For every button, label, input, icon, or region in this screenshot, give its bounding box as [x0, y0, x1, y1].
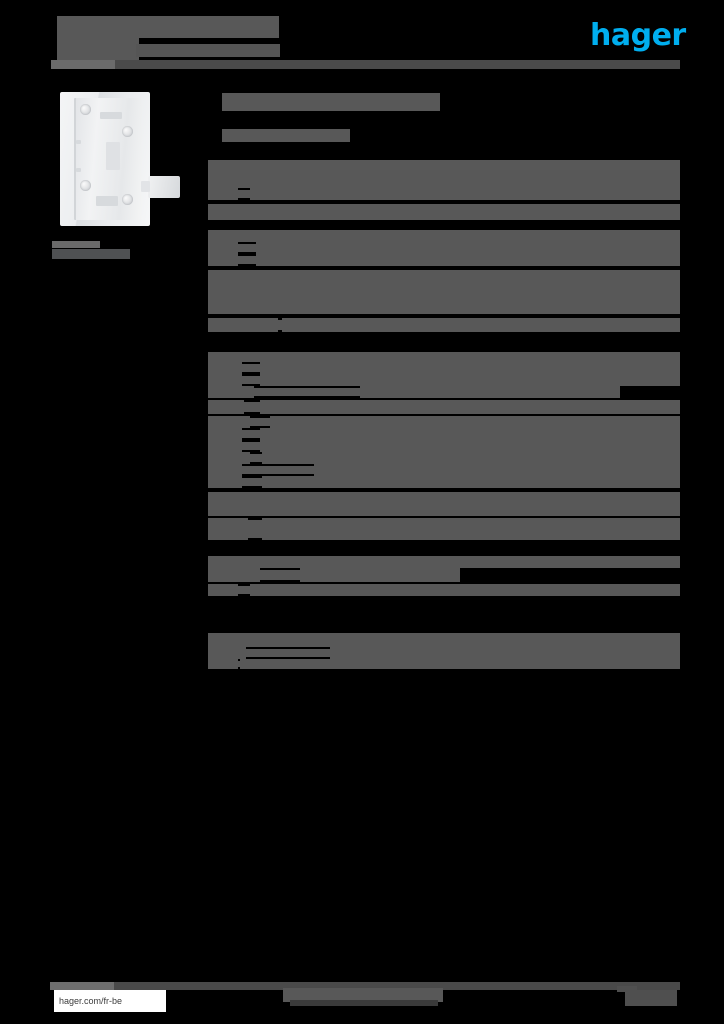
table-row: [222, 162, 680, 172]
enclosure-slot: [100, 112, 122, 119]
table-row: [222, 478, 680, 486]
table-row: [222, 232, 680, 240]
document-title-line-2: [57, 38, 139, 64]
enclosure-slot: [96, 196, 118, 206]
table-row: [222, 244, 680, 252]
table-row: [222, 354, 680, 360]
screw-hole-icon: [122, 126, 133, 137]
footer-divider-accent: [50, 982, 114, 990]
table-row: [222, 649, 680, 657]
table-row: [222, 418, 680, 426]
footer-center-text: [283, 988, 443, 1002]
product-caption-line-1: [52, 241, 100, 248]
table-row: [222, 294, 680, 312]
table-row: [222, 635, 680, 645]
table-row: [222, 466, 680, 474]
accessory-connector-part: [141, 176, 180, 198]
enclosure-slot: [106, 142, 120, 170]
hager-logo: hager: [590, 18, 686, 53]
subsection-title: [222, 129, 350, 142]
table-row: [222, 320, 680, 330]
table-row: [222, 388, 620, 396]
header-divider: [51, 60, 680, 69]
screw-hole-icon: [122, 194, 133, 205]
table-row: [222, 494, 680, 514]
footer-center-text-secondary: [290, 1000, 438, 1006]
table-row: [222, 256, 680, 264]
section-title: [222, 93, 440, 111]
screw-hole-icon: [80, 180, 91, 191]
table-row: [222, 430, 680, 438]
table-row: [222, 520, 680, 538]
document-title-line-1: [57, 16, 279, 38]
table-row: [222, 454, 680, 462]
table-row: [222, 558, 680, 566]
footer-page-number-prefix: [617, 986, 637, 992]
table-row: [222, 272, 680, 290]
screw-hole-icon: [80, 104, 91, 115]
document-subtitle: [136, 44, 280, 57]
table-row: [222, 364, 680, 372]
table-row: [222, 190, 680, 198]
table-row: [222, 206, 680, 218]
table-row: [222, 570, 460, 580]
table-row: [222, 442, 680, 450]
table-row: [222, 661, 680, 667]
product-figure: [52, 90, 186, 230]
product-caption-line-2: [52, 249, 130, 259]
table-row: [222, 586, 680, 594]
footer-divider: [50, 982, 680, 990]
table-row: [222, 176, 680, 186]
enclosure-slot: [76, 168, 81, 172]
table-row: [222, 402, 680, 412]
header-divider-accent: [51, 60, 115, 69]
table-row: [222, 376, 680, 384]
footer-website-url[interactable]: hager.com/fr-be: [54, 990, 166, 1012]
footer-page-number: [625, 990, 677, 1006]
enclosure-slot: [76, 140, 81, 144]
product-photo-image: [60, 92, 150, 226]
